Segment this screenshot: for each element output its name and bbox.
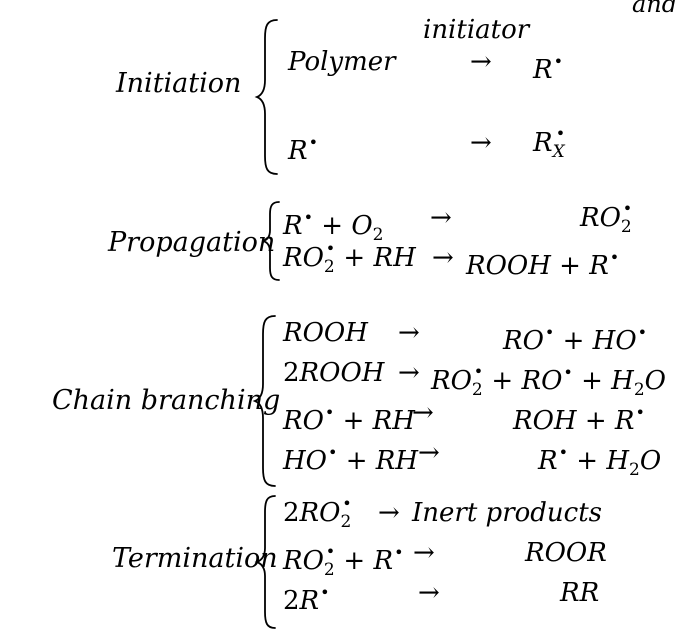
termination-row-2-left: RO2• + R• — [283, 542, 404, 581]
initiation-row-2-left: R• — [288, 133, 319, 166]
propagation-row-2-left: RO2• + RH — [283, 239, 416, 278]
termination-row-1-left: 2RO2• — [283, 494, 352, 533]
chain-branching-row-3-left: RO• + RH — [283, 403, 415, 436]
initiation-label: Initiation — [116, 68, 242, 99]
termination-brace — [254, 495, 276, 629]
chain-branching-row-1-left: ROOH — [283, 318, 368, 348]
initiator-over-arrow: initiator — [423, 15, 530, 45]
termination-row-2-arrow: → — [413, 538, 435, 568]
chain-branching-row-4-left: HO• + RH — [283, 443, 419, 476]
chain-branching-row-2-arrow: → — [398, 358, 420, 388]
propagation-row-1-right: RO2• — [580, 199, 633, 238]
termination-label: Termination — [112, 543, 278, 574]
termination-row-1-arrow: → — [378, 498, 400, 528]
propagation-row-2-right: ROOH + R• — [466, 248, 620, 281]
initiation-row-2-right: RX• — [533, 124, 566, 163]
termination-row-1-right: Inert products — [412, 498, 603, 528]
chain-branching-row-3-arrow: → — [412, 398, 434, 428]
propagation-row-2-arrow: → — [432, 243, 454, 273]
initiation-row-1-arrow: → — [470, 47, 492, 77]
termination-row-3-right: RR — [560, 578, 600, 608]
propagation-row-1-left: R• + O2 — [283, 208, 384, 246]
chain-branching-row-1-right: RO• + HO• — [503, 323, 648, 356]
chain-branching-row-4-right: R• + H2O — [538, 443, 662, 481]
termination-row-3-left: 2R• — [283, 583, 330, 616]
initiation-row-2-arrow: → — [470, 128, 492, 158]
initiation-row-1-right: R• — [533, 52, 564, 85]
corner-text: and — [632, 0, 678, 18]
chain-branching-row-4-arrow: → — [418, 438, 440, 468]
chain-branching-row-3-right: ROH + R• — [513, 403, 645, 436]
chain-branching-label: Chain branching — [52, 385, 281, 416]
initiation-row-1-left: Polymer — [288, 47, 396, 77]
termination-row-3-arrow: → — [418, 578, 440, 608]
chain-branching-row-2-right: RO2• + RO• + H2O — [431, 362, 666, 401]
chain-branching-row-2-left: 2ROOH — [283, 358, 385, 388]
propagation-row-1-arrow: → — [430, 203, 452, 233]
propagation-brace — [262, 201, 280, 281]
chain-branching-brace — [252, 315, 276, 487]
propagation-label: Propagation — [108, 227, 276, 258]
initiation-brace — [254, 19, 278, 175]
chain-branching-row-1-arrow: → — [398, 318, 420, 348]
termination-row-2-right: ROOR — [525, 538, 607, 568]
